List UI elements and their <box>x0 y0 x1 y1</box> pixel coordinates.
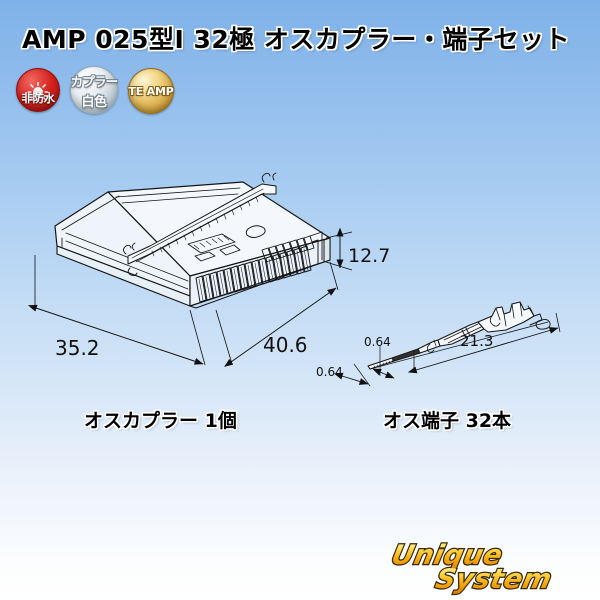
coupler-pocket-a <box>187 233 236 254</box>
coupler-pocket-b <box>194 251 216 262</box>
dim-40-ext-right <box>329 261 339 291</box>
coupler-boss <box>245 225 266 238</box>
terminal-crimp-wings <box>477 301 535 333</box>
dim-064b-line <box>333 372 369 385</box>
dim-label-064-thickness: 0.64 <box>316 365 343 379</box>
badge-non-waterproof-label: 非防水 <box>21 91 56 105</box>
technical-drawing: 35.2 40.6 12.7 <box>0 150 600 430</box>
coupler-dimension-lines <box>27 227 353 367</box>
badge-brand-label: TE AMP <box>128 84 174 98</box>
dim-label-064-width: 0.64 <box>364 335 391 349</box>
coupler-right-face <box>323 237 331 263</box>
caption-coupler: オスカプラー 1個 <box>84 410 237 432</box>
coupler-pocket-c <box>219 244 241 256</box>
page-title: AMP 025型I 32極 オスカプラー・端子セット <box>22 25 570 54</box>
dim-label-40: 40.6 <box>263 333 308 357</box>
coupler-latch-rail <box>127 183 277 265</box>
badge-coupler-color-line2: 白色 <box>81 94 107 110</box>
sun-icon <box>27 82 49 104</box>
terminal-dimension-lines <box>333 312 561 387</box>
dim-40-line <box>224 287 337 367</box>
badge-non-waterproof: 非防水 <box>16 68 60 112</box>
drawing-svg: 35.2 40.6 12.7 <box>27 172 561 387</box>
dim-21-ext-right <box>555 312 561 333</box>
dim-064a-line <box>372 368 395 379</box>
watermark-logo: Unique System Unique System <box>387 539 592 597</box>
badge-brand: TE AMP <box>128 68 174 114</box>
coupler-drawing <box>54 172 331 309</box>
dim-21-line <box>407 327 559 374</box>
badge-coupler-color-line1: カプラー <box>70 73 119 89</box>
watermark-line2: System <box>432 564 555 595</box>
dim-12-ext-top <box>325 231 353 239</box>
caption-terminal: オス端子 32本 <box>383 410 512 432</box>
dim-label-12: 12.7 <box>348 245 390 267</box>
dim-label-35: 35.2 <box>55 336 100 360</box>
badge-coupler-color: カプラー 白色 <box>70 66 118 114</box>
dim-label-21: 21.3 <box>460 332 493 350</box>
dim-35-line <box>27 304 204 365</box>
dim-35-ext-right <box>189 309 206 366</box>
dim-40-ext-left <box>215 309 233 365</box>
dim-064b-ext <box>353 363 371 387</box>
